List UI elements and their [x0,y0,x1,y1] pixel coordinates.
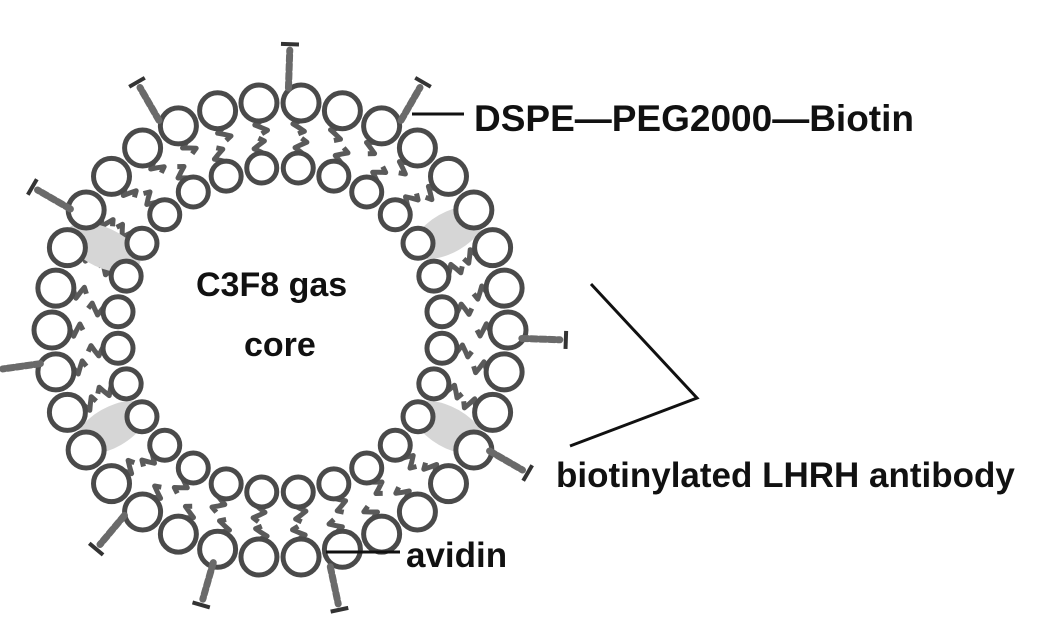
peg-tether [284,46,294,92]
biotin-antibody-tip [330,605,349,614]
antibody-label: biotinylated LHRH antibody [556,456,1015,495]
lipid-head [316,158,352,194]
avidin-label: avidin [406,536,508,575]
lipid-head [453,189,495,231]
peg-tether [199,559,217,603]
peg-tether [486,447,526,474]
leader-lines-layer [326,112,700,554]
lipid-head [91,463,133,505]
lipid-head [280,474,316,510]
lipid-head [361,105,403,147]
lipid-head [396,127,438,169]
lipid-head [280,82,322,124]
lipid-head [472,227,514,269]
lipid-head [361,513,403,555]
biotin-antibody-tip [280,41,300,47]
biotin-antibody-tip [521,464,534,482]
lipid-head [377,197,413,233]
surface-ligands-layer [0,41,569,614]
lipid-head [349,174,385,210]
biotin-antibody-tip [87,541,105,557]
peg-tether [518,334,564,344]
lipid-head [487,309,529,351]
lipid-head [424,294,460,330]
lipid-head [35,267,77,309]
dspe-peg-biotin-label: DSPE—PEG2000—Biotin [474,98,915,139]
lipid-head [396,491,438,533]
lipid-head [175,450,211,486]
lipid-head [400,399,436,435]
lipid-head [31,309,73,351]
peg-tether [397,84,424,124]
lipid-head [483,267,525,309]
lipid-head [208,466,244,502]
lipid-head [427,463,469,505]
lipid-head [427,155,469,197]
lipid-head [416,366,452,402]
lipid-head [65,429,107,471]
lipid-head [316,466,352,502]
lipid-head [238,82,280,124]
lipid-head [122,127,164,169]
lipid-head [416,258,452,294]
lipid-head [175,174,211,210]
biotin-antibody-tip [414,76,432,89]
lipid-heads-layer [31,82,529,578]
peg-tether [326,563,342,608]
lipid-head [377,427,413,463]
peg-tether [136,84,163,124]
peg-tether [0,360,44,373]
lipid-head [349,450,385,486]
lipid-head [244,474,280,510]
lipid-head [197,528,239,570]
lipid-head [238,536,280,578]
lipid-head [122,491,164,533]
lipid-head [46,227,88,269]
lipid-head [147,427,183,463]
biotin-antibody-tip [563,330,569,350]
biotin-antibody-tip [128,76,146,89]
lipid-head [157,105,199,147]
lipid-head [100,294,136,330]
lipid-head [483,351,525,393]
biotin-antibody-tip [191,600,211,610]
lipid-head [472,391,514,433]
gas-core-label-line2: core [244,326,316,364]
lipid-head [321,90,363,132]
gas-core-label-line1: C3F8 gas [196,266,348,304]
lipid-head [280,150,316,186]
lipid-head [197,90,239,132]
lipid-head [124,399,160,435]
lipid-head [91,155,133,197]
lipid-head [46,391,88,433]
lipid-head [208,158,244,194]
peg-tether [34,186,74,213]
lipid-head [244,150,280,186]
lipid-head [35,351,77,393]
lipid-head [157,513,199,555]
peg-tether [96,511,128,548]
lipid-head [280,536,322,578]
lipid-head [424,330,460,366]
lipid-head [108,258,144,294]
lipid-head [124,225,160,261]
biotin-antibody-tip [26,178,39,196]
lipid-head [400,225,436,261]
lipid-head [321,528,363,570]
antibody-leader-lines [569,282,700,448]
lipid-head [100,330,136,366]
lipid-head [147,197,183,233]
lipid-head [108,366,144,402]
